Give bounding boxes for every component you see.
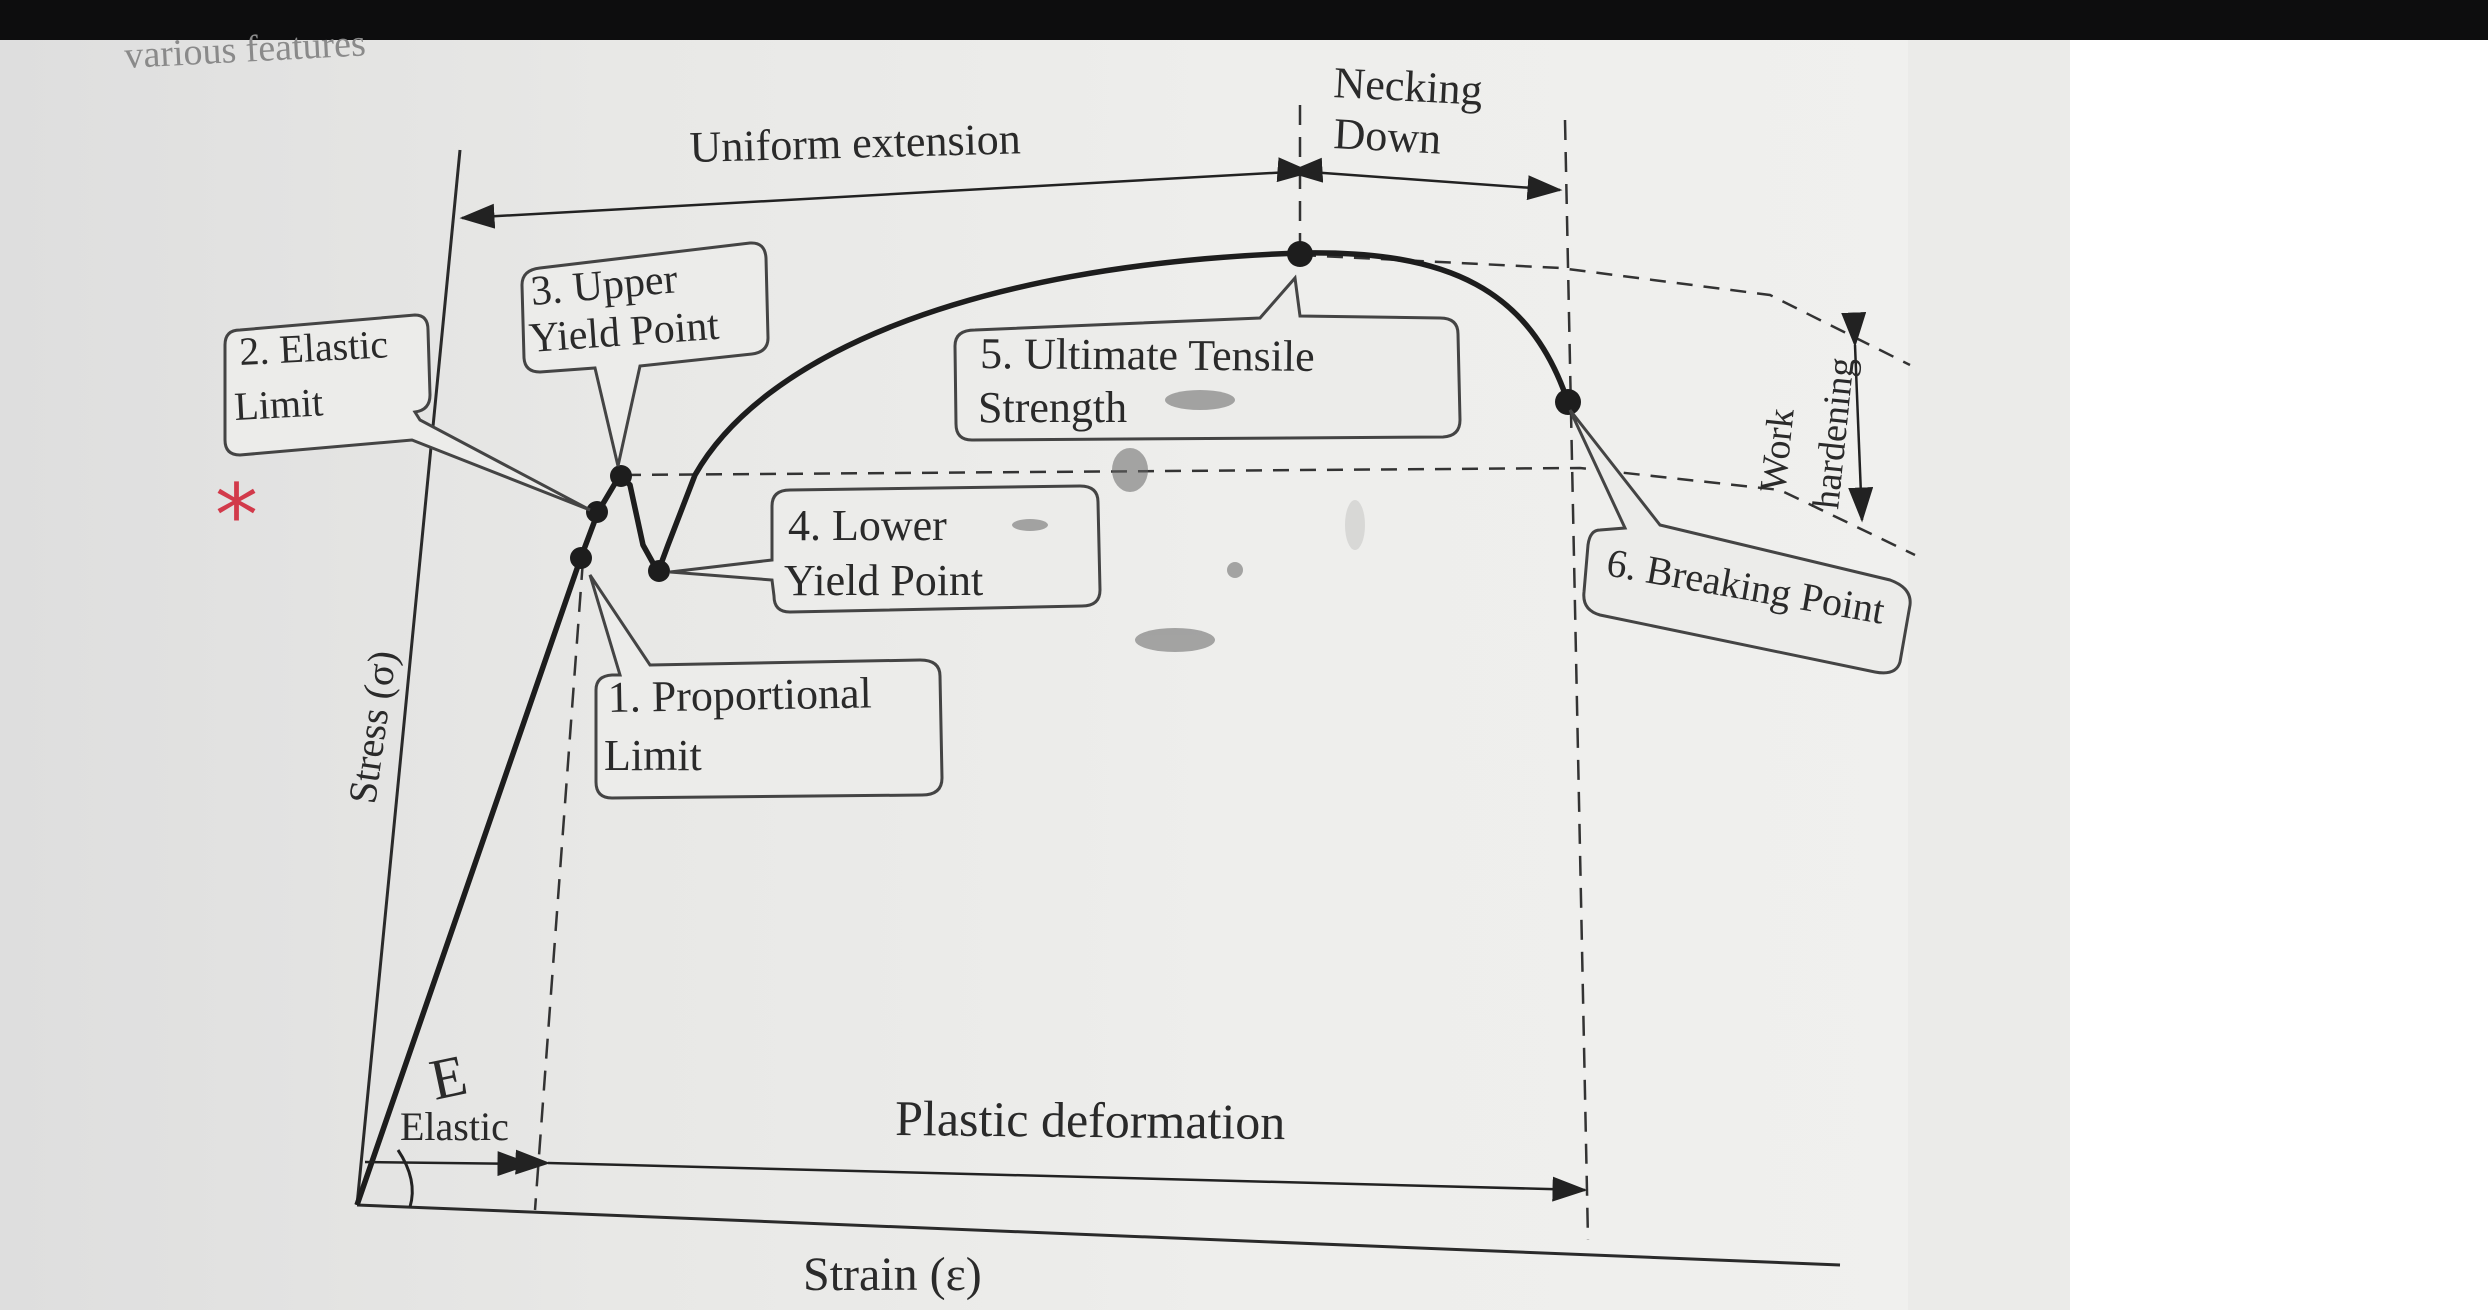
proportional-callout: 1. Proportional Limit [588, 574, 944, 800]
work-hardening-annotation: Work hardening [1752, 312, 1874, 523]
strain-axis-line [356, 1203, 1841, 1267]
breaking-point [1555, 389, 1581, 415]
uts-label-l2: Strength [978, 383, 1127, 432]
upper-yield-point [610, 465, 632, 487]
ultimate-tensile-point [1287, 241, 1313, 267]
modulus-label: E [424, 1042, 472, 1113]
elastic-limit-callout: 2. Elastic Limit [223, 313, 591, 512]
stress-axis-line [355, 149, 462, 1206]
red-asterisk-mark: * [215, 466, 258, 566]
elastic-arrow [364, 1151, 533, 1177]
lower-yield-label-l2: Yield Point [784, 556, 983, 605]
elastic-plastic-boundary [533, 559, 585, 1211]
necking-label-line1: Necking [1332, 58, 1483, 115]
stress-strain-curve [354, 250, 1571, 1206]
modulus-angle-arc [396, 1149, 414, 1208]
proportional-label-l1: 1. Proportional [607, 668, 872, 722]
book-page [0, 40, 2070, 1310]
stress-axis-label: Stress (σ) [339, 648, 405, 807]
breaking-guide [1563, 119, 1590, 1241]
plastic-deformation-label: Plastic deformation [895, 1090, 1286, 1150]
yield-level-dashed [624, 466, 1916, 557]
lower-yield-label-l1: 4. Lower [788, 501, 947, 550]
header-text: various features [123, 22, 366, 77]
elastic-limit-label-l2: Limit [233, 379, 324, 429]
smudge-marks [1012, 390, 1365, 652]
uniform-extension-label: Uniform extension [689, 114, 1021, 172]
proportional-label-l2: Limit [604, 731, 702, 780]
necking-label-line2: Down [1332, 109, 1442, 164]
elastic-label: Elastic [400, 1104, 509, 1149]
elastic-limit-label-l1: 2. Elastic [238, 321, 389, 374]
uts-callout: 5. Ultimate Tensile Strength [953, 274, 1462, 442]
uniform-extension-arrow [459, 157, 1324, 229]
page-edge [1908, 40, 2070, 1310]
strain-axis-label: Strain (ε) [803, 1248, 982, 1301]
work-hardening-l1: Work [1752, 407, 1802, 494]
necking-arrow [1276, 157, 1563, 201]
lower-yield-callout: 4. Lower Yield Point [669, 484, 1102, 614]
plastic-deformation-arrow [515, 1149, 1588, 1202]
proportional-limit-point [570, 547, 592, 569]
top-black-bar [0, 0, 2488, 40]
lower-yield-point [648, 560, 670, 582]
upper-yield-callout: 3. Upper Yield Point [520, 241, 770, 467]
work-hardening-l2: hardening [1805, 355, 1863, 511]
elastic-limit-point [586, 501, 608, 523]
uts-level-dashed [1299, 253, 1911, 367]
uts-label-l1: 5. Ultimate Tensile [980, 329, 1315, 381]
